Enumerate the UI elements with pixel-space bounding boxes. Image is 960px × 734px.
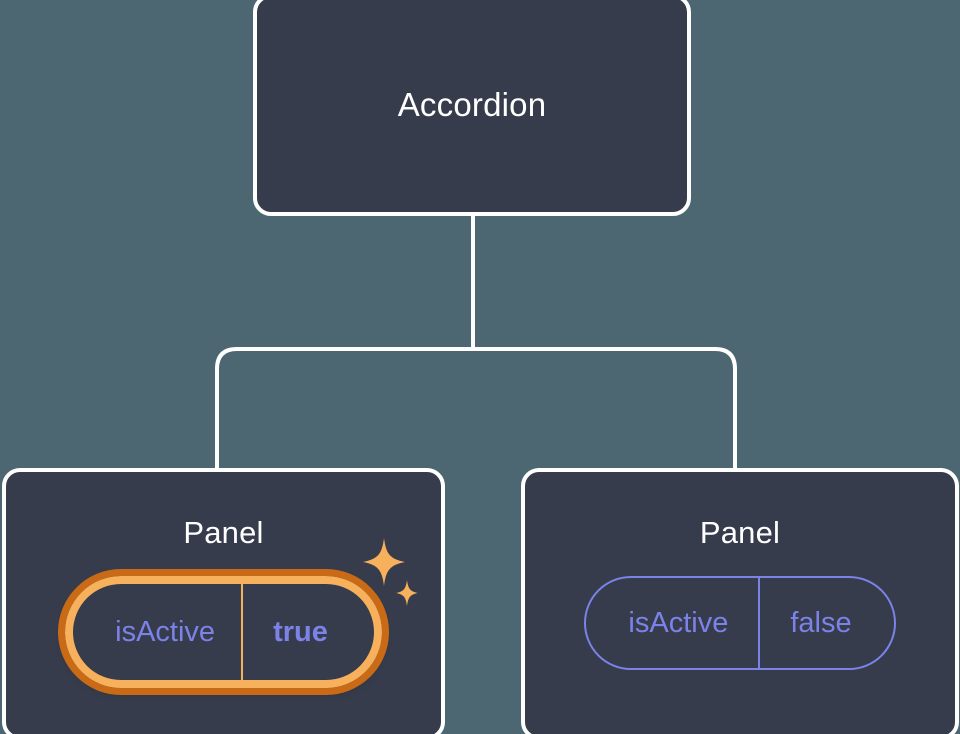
node-panel-active[interactable]: Panel isActive true (2, 468, 445, 734)
prop-pill-isactive-false[interactable]: isActive false (584, 576, 896, 671)
node-accordion-title: Accordion (397, 85, 547, 123)
prop-value: true (241, 584, 374, 681)
prop-value: false (758, 578, 893, 669)
prop-key: isActive (628, 606, 729, 639)
node-panel-inactive[interactable]: Panel isActive false (521, 468, 959, 734)
edge-branch-bar (215, 347, 737, 468)
node-panel-inactive-title: Panel (699, 515, 781, 550)
node-accordion[interactable]: Accordion (253, 0, 691, 216)
prop-key: isActive (115, 615, 216, 648)
prop-pill-wrapper-inactive: isActive false (584, 576, 896, 671)
prop-pill-wrapper-active: isActive true (58, 538, 418, 696)
node-panel-active-title: Panel (183, 515, 264, 550)
prop-pill-isactive-true[interactable]: isActive true (58, 569, 389, 696)
